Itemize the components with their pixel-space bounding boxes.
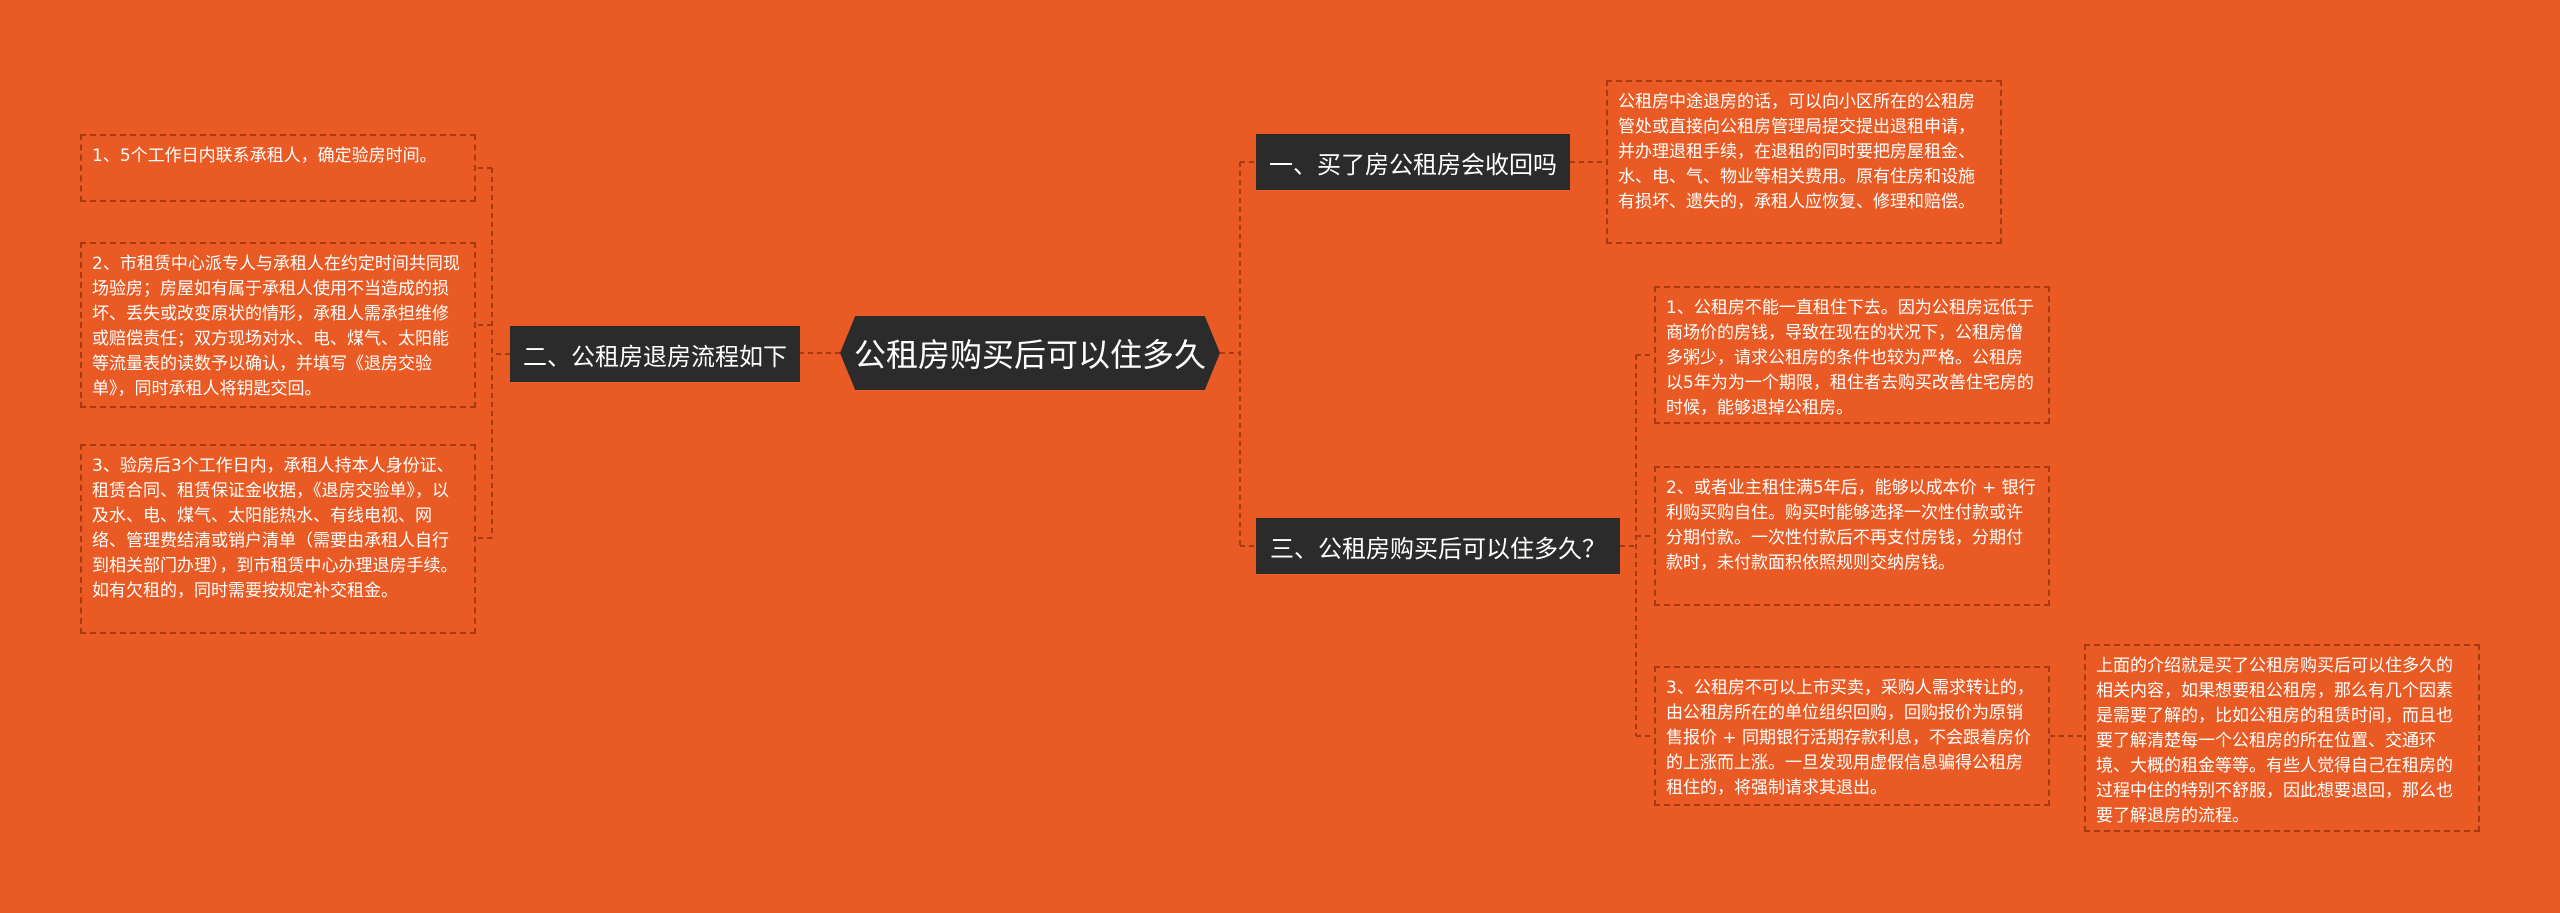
leaf-text: 3、公租房不可以上市买卖，采购人需求转让的，由公租房所在的单位组织回购，回购报价… [1666, 678, 2034, 798]
leaf-node-8[interactable]: 上面的介绍就是买了公租房购买后可以住多久的相关内容，如果想要租公租房，那么有几个… [2084, 644, 2480, 832]
leaf-text: 公租房中途退房的话，可以向小区所在的公租房管处或直接向公租房管理局提交提出退租申… [1618, 92, 1975, 212]
leaf-text: 1、公租房不能一直租住下去。因为公租房远低于商场价的房钱，导致在现在的状况下，公… [1666, 298, 2034, 418]
leaf-text: 1、5个工作日内联系承租人，确定验房时间。 [92, 146, 437, 166]
leaf-node-5[interactable]: 1、公租房不能一直租住下去。因为公租房远低于商场价的房钱，导致在现在的状况下，公… [1654, 286, 2050, 424]
root-node[interactable]: 公租房购买后可以住多久 [840, 316, 1220, 390]
leaf-node-4[interactable]: 3、验房后3个工作日内，承租人持本人身份证、租赁合同、租赁保证金收据，《退房交验… [80, 444, 476, 634]
topic-node-3[interactable]: 三、公租房购买后可以住多久？ [1256, 518, 1620, 574]
connector-topic-2-leaves [476, 167, 510, 539]
leaf-node-3[interactable]: 2、市租赁中心派专人与承租人在约定时间共同现场验房；房屋如有属于承租人使用不当造… [80, 242, 476, 408]
topic-node-2[interactable]: 二、公租房退房流程如下 [510, 326, 800, 382]
leaf-text: 上面的介绍就是买了公租房购买后可以住多久的相关内容，如果想要租公租房，那么有几个… [2096, 656, 2453, 826]
topic-label: 二、公租房退房流程如下 [523, 342, 787, 371]
leaf-text: 3、验房后3个工作日内，承租人持本人身份证、租赁合同、租赁保证金收据，《退房交验… [92, 456, 458, 601]
leaf-node-1[interactable]: 公租房中途退房的话，可以向小区所在的公租房管处或直接向公租房管理局提交提出退租申… [1606, 80, 2002, 244]
leaf-node-7[interactable]: 3、公租房不可以上市买卖，采购人需求转让的，由公租房所在的单位组织回购，回购报价… [1654, 666, 2050, 806]
leaf-text: 2、市租赁中心派专人与承租人在约定时间共同现场验房；房屋如有属于承租人使用不当造… [92, 254, 460, 399]
connector-root-topic-1 [1220, 161, 1256, 547]
leaf-node-2[interactable]: 1、5个工作日内联系承租人，确定验房时间。 [80, 134, 476, 202]
topic-node-1[interactable]: 一、买了房公租房会收回吗 [1256, 134, 1570, 190]
topic-label: 三、公租房购买后可以住多久？ [1270, 534, 1606, 563]
leaf-text: 2、或者业主租住满5年后，能够以成本价 + 银行利购买购自住。购买时能够选择一次… [1666, 478, 2036, 573]
connector-topic-3-leaves [1620, 354, 1654, 737]
leaf-node-6[interactable]: 2、或者业主租住满5年后，能够以成本价 + 银行利购买购自住。购买时能够选择一次… [1654, 466, 2050, 606]
root-label: 公租房购买后可以住多久 [853, 336, 1206, 374]
topic-label: 一、买了房公租房会收回吗 [1269, 150, 1557, 179]
